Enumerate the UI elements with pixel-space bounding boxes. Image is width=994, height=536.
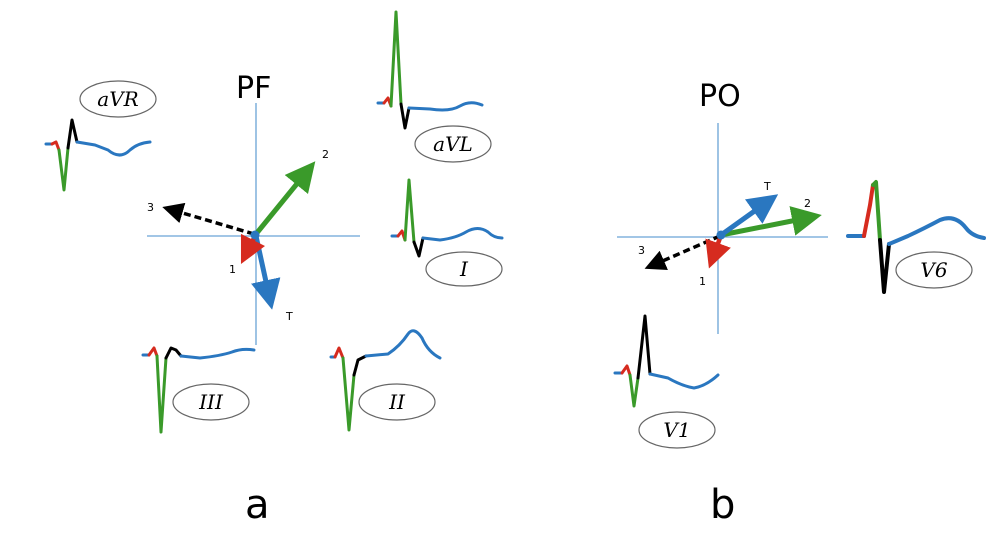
panel-b-vector-3-label: 3	[638, 244, 645, 257]
lead-avl-waveform	[376, 10, 484, 130]
lead-v6-waveform	[846, 180, 986, 294]
panel-b-vector-1-label: 1	[699, 275, 706, 288]
lead-v1-waveform	[613, 314, 720, 408]
panel-a: PF 3 2 T 1 aVR	[44, 10, 504, 528]
lead-i-label-oval	[425, 251, 503, 287]
panel-b-label: b	[710, 482, 735, 528]
panel-a-origin-dot	[250, 230, 260, 240]
panel-a-label: a	[245, 482, 270, 528]
panel-b-vector-t	[719, 194, 779, 238]
panel-b-vector-2	[720, 206, 822, 238]
panel-a-vector-2	[254, 161, 316, 236]
panel-a-vector-t-label: T	[285, 310, 293, 323]
lead-avr-label: aVR	[97, 87, 138, 111]
lead-avl: aVL	[376, 10, 492, 163]
lead-v6-label: V6	[920, 258, 947, 282]
panel-a-vector-2-label: 2	[322, 148, 329, 161]
lead-avr-waveform	[44, 118, 152, 192]
lead-iii-waveform	[141, 346, 256, 434]
lead-v6-label-oval	[895, 251, 973, 289]
panel-a-vector-3-label: 3	[147, 201, 154, 214]
lead-ii-label: II	[388, 390, 406, 414]
lead-ii: II	[329, 329, 442, 432]
lead-iii: III	[141, 346, 256, 434]
lead-i: I	[390, 178, 504, 287]
panel-a-vector-3	[162, 202, 255, 236]
lead-iii-label-oval	[172, 383, 250, 421]
panel-b-vector-2-label: 2	[804, 197, 811, 210]
lead-ii-label-oval	[358, 383, 436, 421]
lead-avl-label-oval	[414, 125, 492, 163]
lead-v1-label-oval	[638, 411, 716, 449]
panel-a-plane-title: PF	[236, 71, 271, 106]
lead-i-waveform	[390, 178, 504, 258]
lead-v6: V6	[846, 180, 986, 294]
panel-a-vector-1-label: 1	[229, 263, 236, 276]
lead-avr-label-oval	[79, 80, 157, 118]
lead-avr: aVR	[44, 80, 157, 192]
lead-avl-label: aVL	[433, 132, 473, 156]
panel-b-origin-dot	[716, 230, 726, 240]
panel-b: PO 3 2 T 1 V6	[613, 79, 986, 528]
lead-v1: V1	[613, 314, 720, 449]
panel-b-vector-t-label: T	[763, 180, 771, 193]
panel-b-plane-title: PO	[699, 79, 741, 114]
lead-ii-waveform	[329, 329, 442, 432]
panel-b-vector-1	[705, 237, 731, 269]
lead-iii-label: III	[198, 390, 224, 414]
panel-a-vector-1	[240, 233, 266, 265]
lead-v1-label: V1	[663, 418, 690, 442]
lead-i-label: I	[459, 257, 469, 281]
panel-b-vector-3	[644, 234, 721, 271]
panel-a-vector-t	[251, 235, 281, 310]
